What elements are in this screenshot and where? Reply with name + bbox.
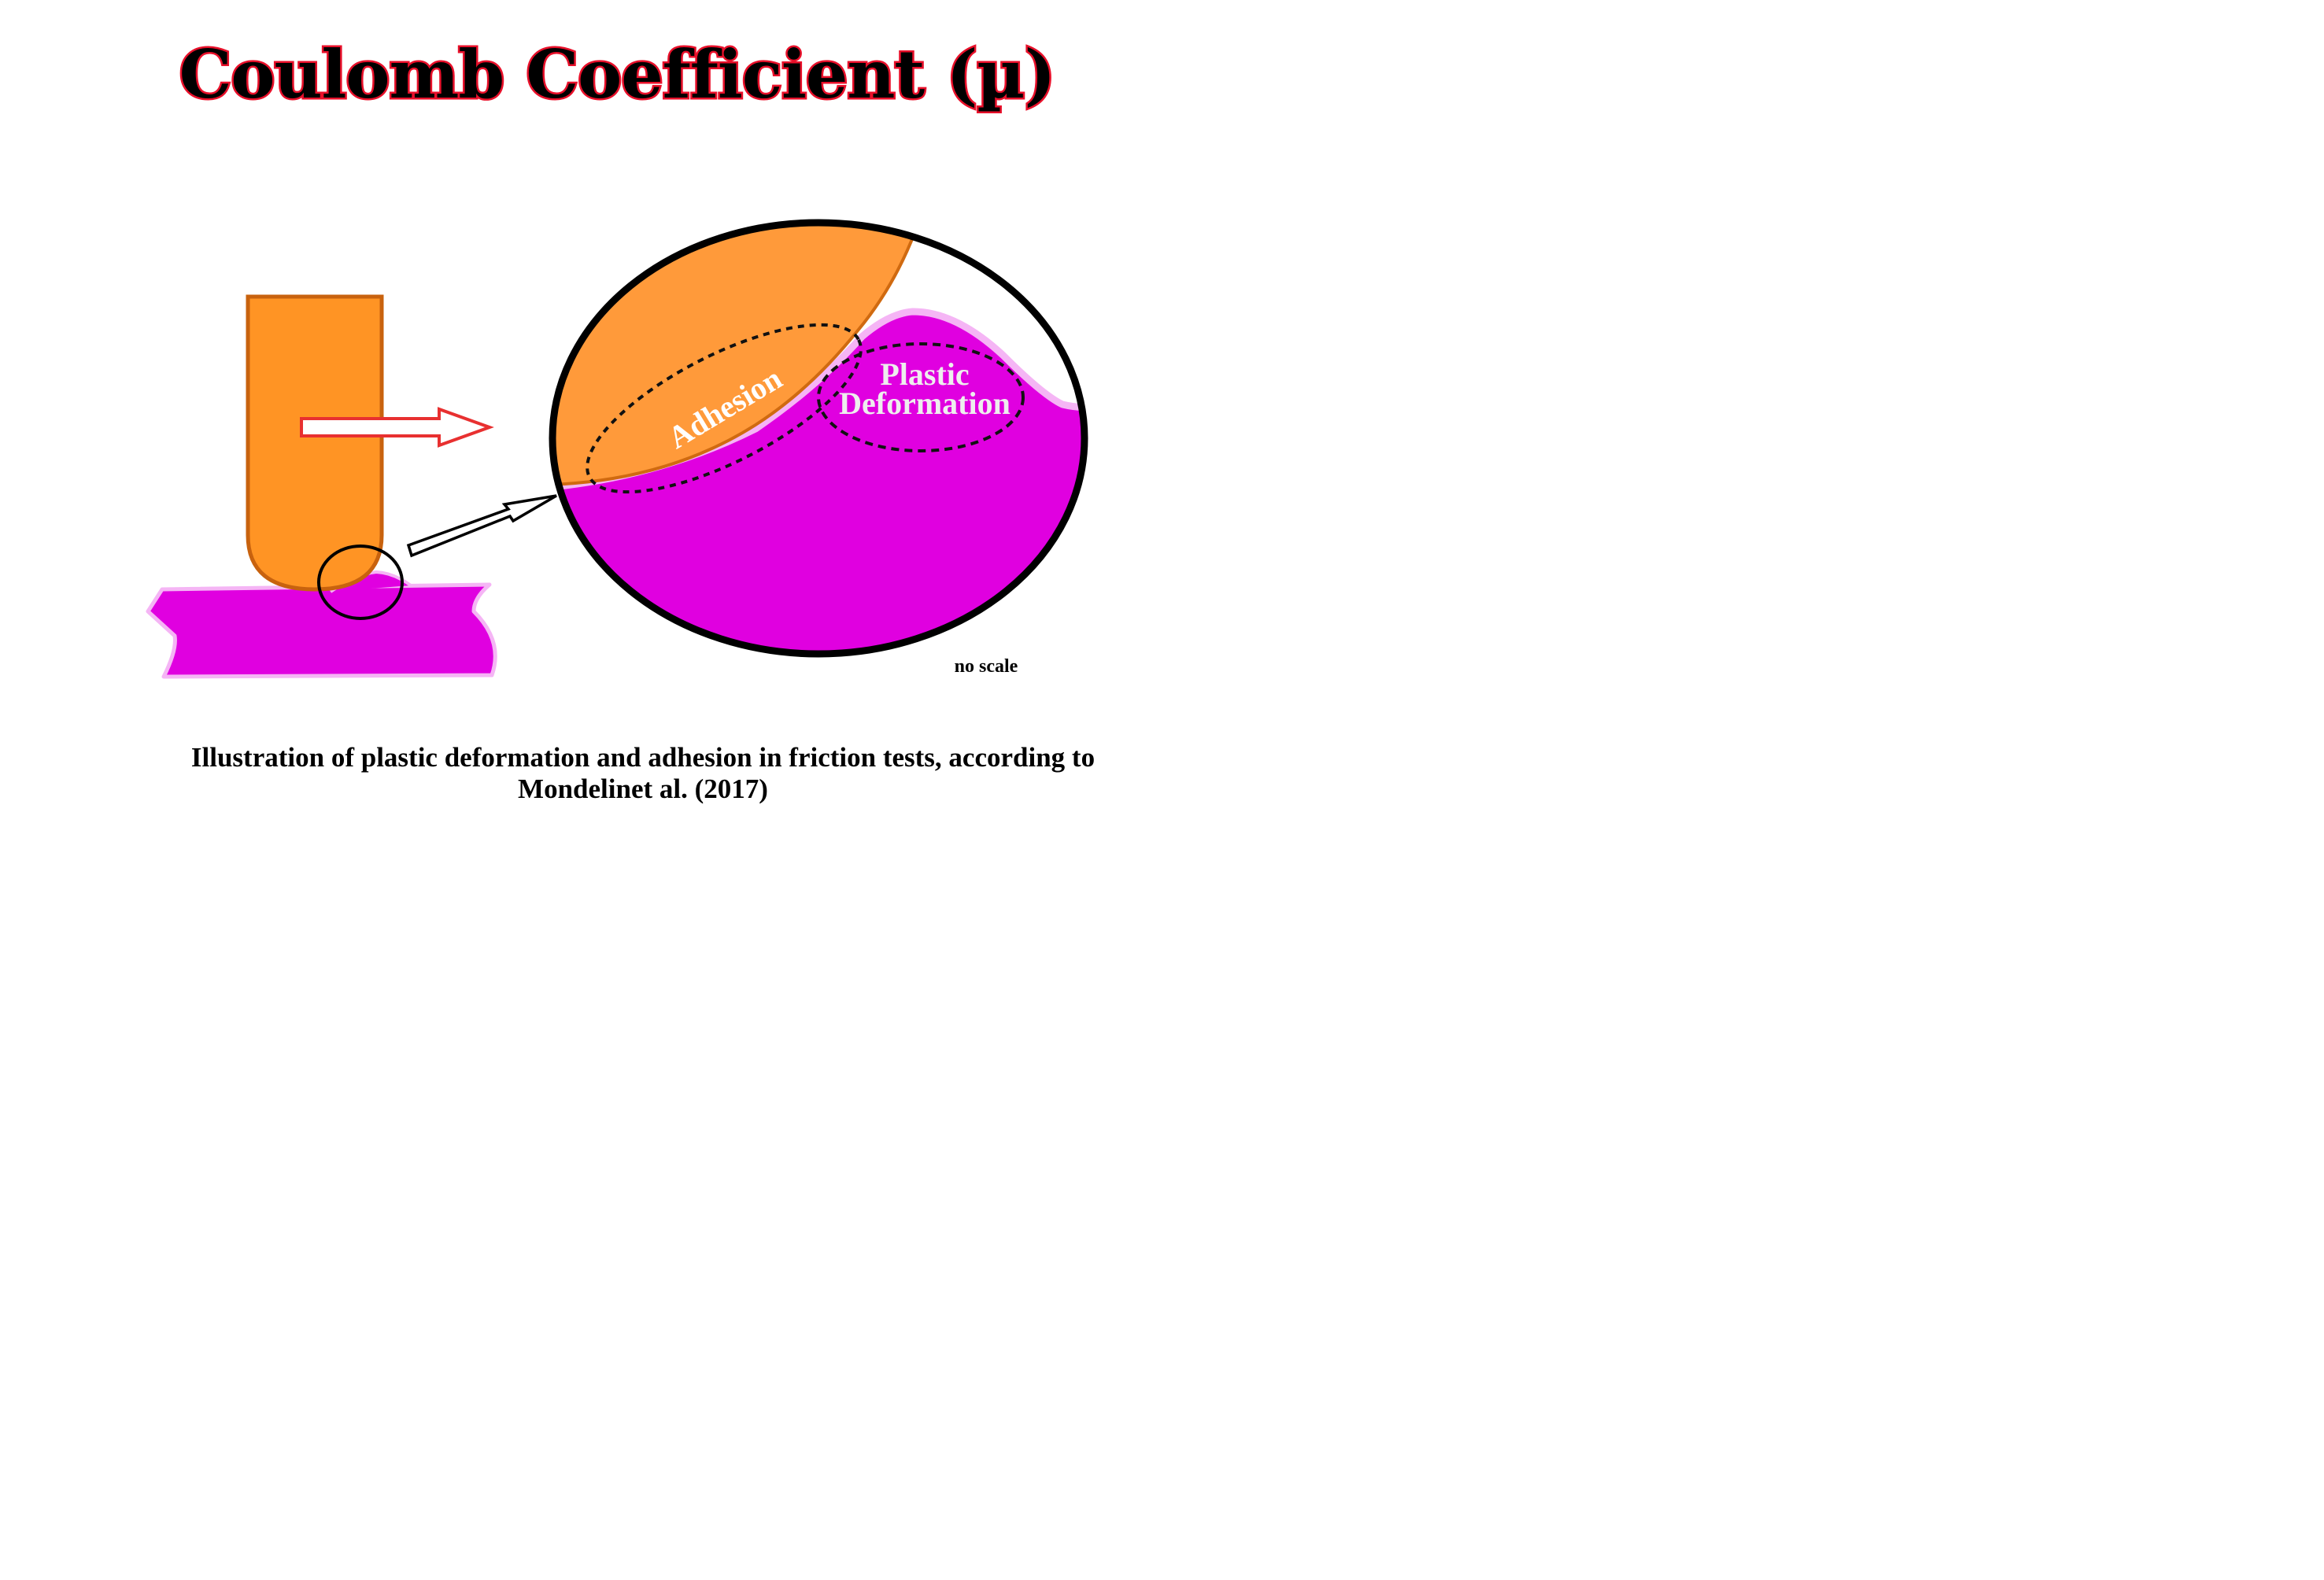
contact-zone-circle [317,545,404,620]
zoom-circle-border [549,219,1088,658]
caption-line-2: Mondelinet al. (2017) [518,773,768,804]
plastic-deformation-label-line1: Plastic [880,356,969,392]
no-scale-note: no scale [955,656,1018,677]
tool-indenter [246,294,384,592]
zoom-pointer-arrow [406,494,557,558]
adhesion-zone-outline [586,323,863,494]
plastic-deformation-zone-outline [817,342,1025,452]
friction-diagram: Coulomb Coefficient (µ) Adhesion Plastic… [146,34,1095,804]
magnified-view [549,219,1088,658]
substrate-block [146,582,497,679]
sliding-direction-arrow [300,407,494,448]
plastic-deformation-label-line2: Deformation [839,386,1011,421]
page-title: Coulomb Coefficient (µ) [179,35,1055,113]
caption-line-1: Illustration of plastic deformation and … [191,742,1095,773]
